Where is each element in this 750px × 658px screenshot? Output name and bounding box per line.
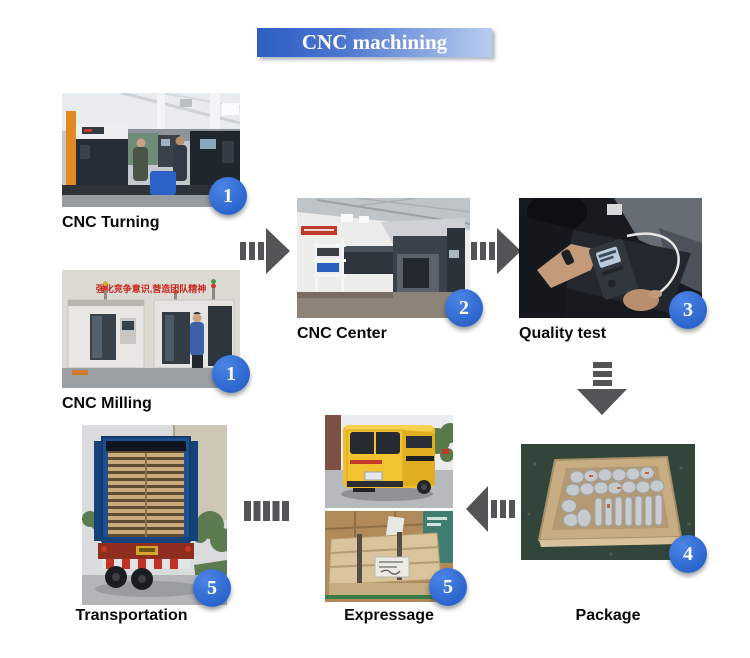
step-label: Transportation: [75, 607, 188, 624]
floor-speckles: [527, 462, 691, 556]
yellow-van: [343, 425, 435, 494]
milling-machine-left: [67, 299, 145, 369]
person-hand: [623, 289, 662, 311]
person-arm: [537, 244, 599, 288]
white-rack-trolley: [313, 240, 346, 294]
cnc-center-illustration: [297, 198, 470, 318]
worker-one: [133, 138, 148, 181]
red-part-marks: [589, 472, 649, 508]
orange-cable: [72, 370, 88, 375]
step-number-badge: 3: [669, 291, 707, 329]
step-number-badge: 1: [212, 355, 250, 393]
worker-two: [173, 136, 187, 181]
arrow-right-icon: [240, 228, 290, 274]
striped-bumper: [102, 559, 190, 569]
step-number-badge: 5: [193, 569, 231, 607]
factory-floor: [62, 195, 240, 207]
delivery-van-illustration: [325, 415, 453, 508]
step-number-badge: 1: [209, 177, 247, 215]
wrapped-parts-round: [561, 466, 665, 528]
lathe-machine-left: [66, 111, 128, 193]
title-banner: CNC machining: [257, 28, 492, 57]
badge-number: 3: [683, 298, 693, 321]
blue-cart: [150, 171, 176, 195]
badge-number: 1: [226, 362, 236, 385]
step-label: CNC Center: [297, 325, 387, 342]
photo-cnc-turning: [62, 93, 240, 207]
green-strap: [325, 595, 453, 599]
package-illustration: [521, 444, 695, 560]
page-title: CNC machining: [301, 30, 448, 54]
step-label: CNC Milling: [62, 395, 152, 412]
step-label: CNC Turning: [62, 214, 160, 231]
step-label: Quality test: [519, 325, 607, 342]
step-number-badge: 5: [429, 568, 467, 606]
step-label: Expressage: [344, 607, 434, 624]
photo-quality-test: [519, 198, 702, 318]
badge-number: 5: [207, 576, 217, 599]
signal-lamps: [103, 279, 216, 304]
photo-cnc-center: [297, 198, 470, 318]
window: [359, 216, 369, 223]
paper: [607, 204, 622, 215]
red-sign: [442, 449, 449, 454]
arrow-left-icon: [466, 486, 515, 532]
wrapped-parts-bars: [594, 494, 663, 527]
pallet-base: [329, 583, 441, 595]
arrow-right-icon: [471, 228, 521, 274]
machining-center: [381, 218, 465, 294]
arrow-bars-icon: [244, 501, 289, 521]
step-number-badge: 4: [669, 535, 707, 573]
badge-number: 1: [223, 184, 233, 207]
wooden-crate-front: [328, 532, 442, 586]
window: [341, 214, 353, 222]
photo-package: [521, 444, 695, 560]
quality-test-illustration: [519, 198, 702, 318]
badge-number: 5: [443, 575, 453, 598]
building: [325, 415, 341, 473]
badge-number: 2: [459, 296, 469, 319]
measuring-device: [588, 239, 638, 300]
container-truck: [94, 436, 198, 590]
floor: [62, 368, 240, 388]
step-number-badge: 2: [445, 289, 483, 327]
photo-expressage-van: [325, 415, 453, 508]
step-label: Package: [575, 607, 641, 624]
milling-wall-slogan: 强化竞争意识,营造团队精神: [96, 283, 207, 294]
cnc-turning-illustration: [62, 93, 240, 207]
wall-banner-red: [301, 226, 337, 235]
worker-blue: [190, 312, 204, 370]
badge-number: 4: [683, 542, 693, 565]
arrow-down-icon: [577, 362, 627, 416]
